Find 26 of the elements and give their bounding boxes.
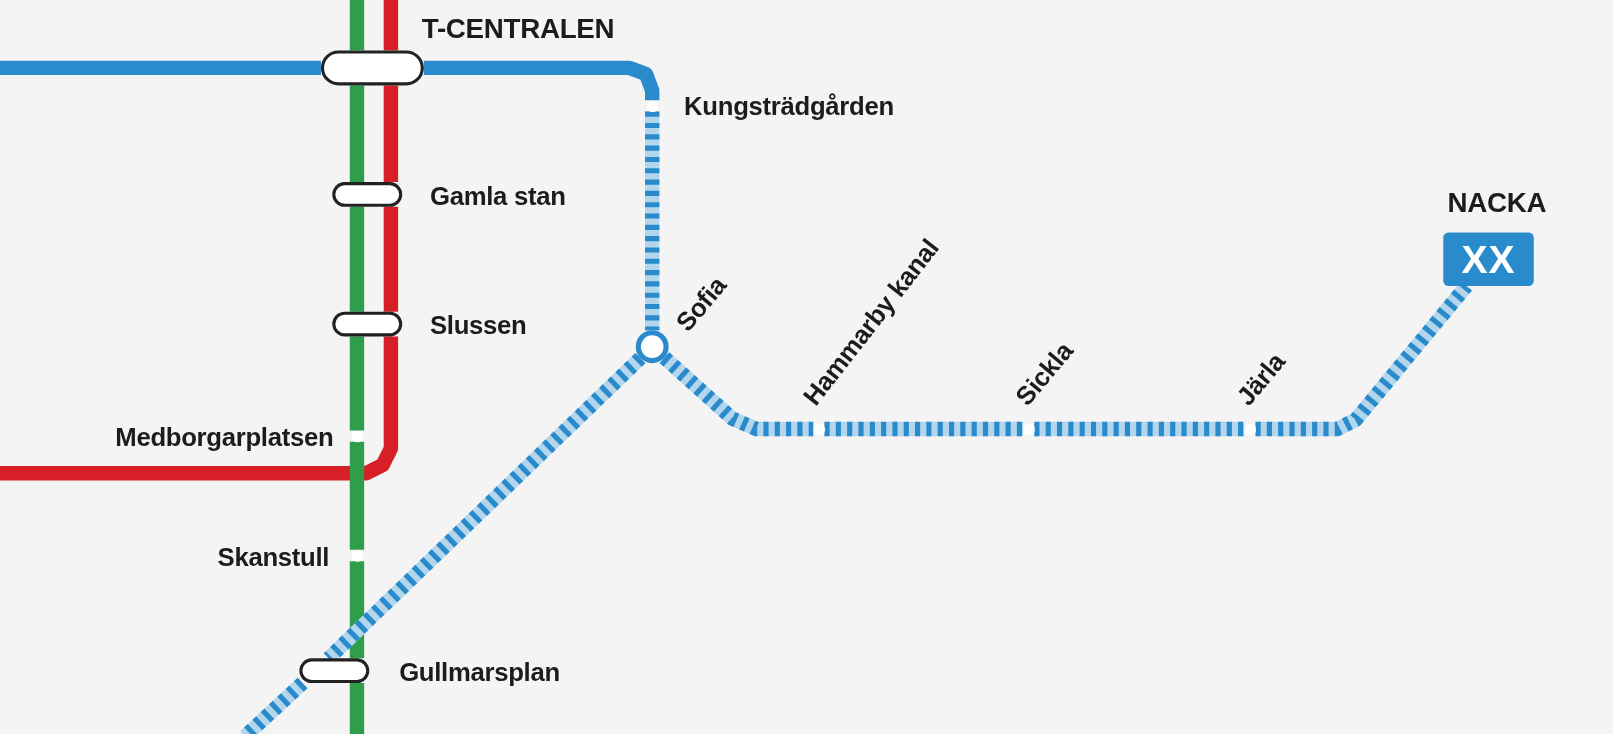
planned-metro-line xyxy=(659,352,814,437)
station-name: Gullmarsplan xyxy=(399,657,560,687)
metro-line xyxy=(349,336,365,431)
planned-metro-line xyxy=(645,111,660,331)
metro-line xyxy=(349,0,365,51)
metro-line xyxy=(349,206,365,312)
station-code: XX xyxy=(1460,236,1517,283)
metro-line xyxy=(0,336,399,481)
station-name: Medborgarplatsen xyxy=(115,422,334,452)
metro-line xyxy=(0,60,321,76)
planned-metro-line xyxy=(1034,421,1245,437)
metro-line xyxy=(349,683,365,734)
metro-line xyxy=(349,85,365,183)
metro-line xyxy=(349,441,365,550)
metro-line xyxy=(349,561,365,659)
metro-line xyxy=(383,206,399,312)
station-name: Kungsträdgården xyxy=(684,91,894,121)
station-name: Slussen xyxy=(430,310,527,340)
metro-line xyxy=(423,60,660,101)
station-name: T-CENTRALEN xyxy=(421,14,615,44)
metro-line xyxy=(383,0,399,51)
planned-metro-line xyxy=(824,421,1024,437)
metro-line xyxy=(383,85,399,183)
station-name: Gamla stan xyxy=(430,181,566,210)
station-name: NACKA xyxy=(1447,188,1547,218)
station-name: Skanstull xyxy=(217,542,330,571)
